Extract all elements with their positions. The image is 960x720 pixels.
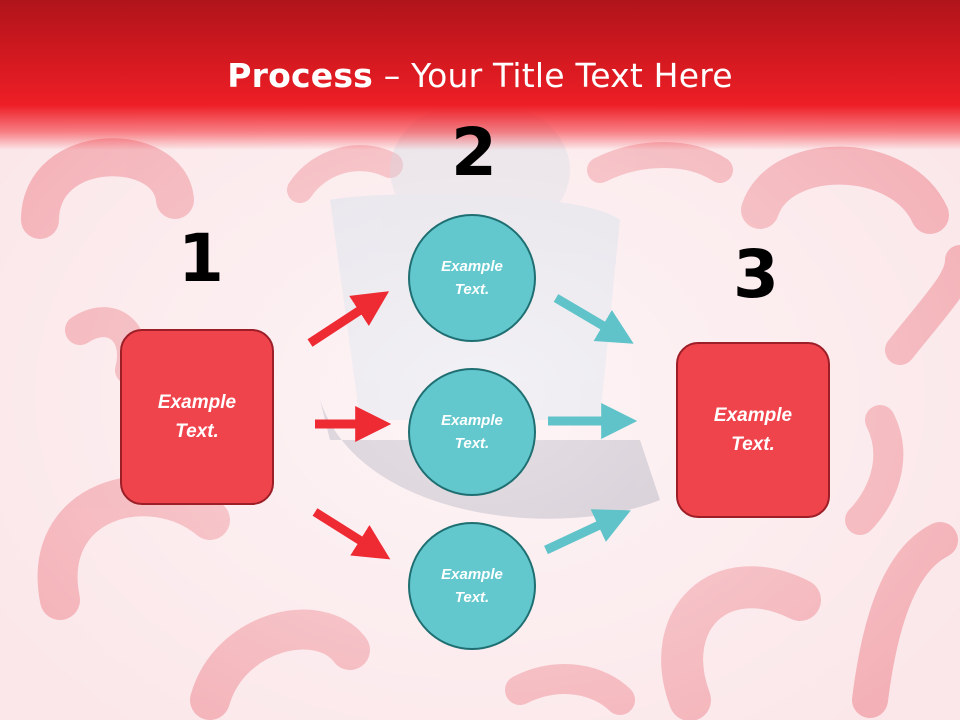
step-number-3: 3 <box>733 236 779 313</box>
circle-bottom-line-1: Example <box>441 566 503 583</box>
right-box: Example Text. <box>676 342 830 518</box>
circle-middle-line-1: Example <box>441 412 503 429</box>
circle-bottom-text: Example Text. <box>422 563 522 609</box>
slide-title: Process – Your Title Text Here <box>0 56 960 95</box>
left-box: Example Text. <box>120 329 274 505</box>
title-rest: – Your Title Text Here <box>373 56 733 95</box>
arrow-teal-up <box>544 509 631 555</box>
circle-middle-text: Example Text. <box>422 409 522 455</box>
title-bar <box>0 0 960 150</box>
arrow-red-up <box>307 291 390 347</box>
title-bold: Process <box>227 56 374 95</box>
left-box-line-1: Example <box>157 392 237 413</box>
right-box-line-2: Text. <box>731 434 775 455</box>
right-box-line-1: Example <box>713 405 793 426</box>
circle-middle: Example Text. <box>408 368 536 496</box>
circle-bottom-line-2: Text. <box>454 589 490 606</box>
circle-top-line-2: Text. <box>454 281 490 298</box>
circle-middle-line-2: Text. <box>454 435 490 452</box>
step-number-1: 1 <box>178 220 224 297</box>
circle-top-line-1: Example <box>441 258 503 275</box>
arrow-teal-down <box>553 294 634 344</box>
step-number-2: 2 <box>451 114 497 191</box>
left-box-line-2: Text. <box>175 421 219 442</box>
circle-bottom: Example Text. <box>408 522 536 650</box>
right-box-text: Example Text. <box>693 401 813 459</box>
circle-top-text: Example Text. <box>422 255 522 301</box>
left-box-text: Example Text. <box>137 388 257 446</box>
arrow-red-down <box>312 508 391 560</box>
circle-top: Example Text. <box>408 214 536 342</box>
